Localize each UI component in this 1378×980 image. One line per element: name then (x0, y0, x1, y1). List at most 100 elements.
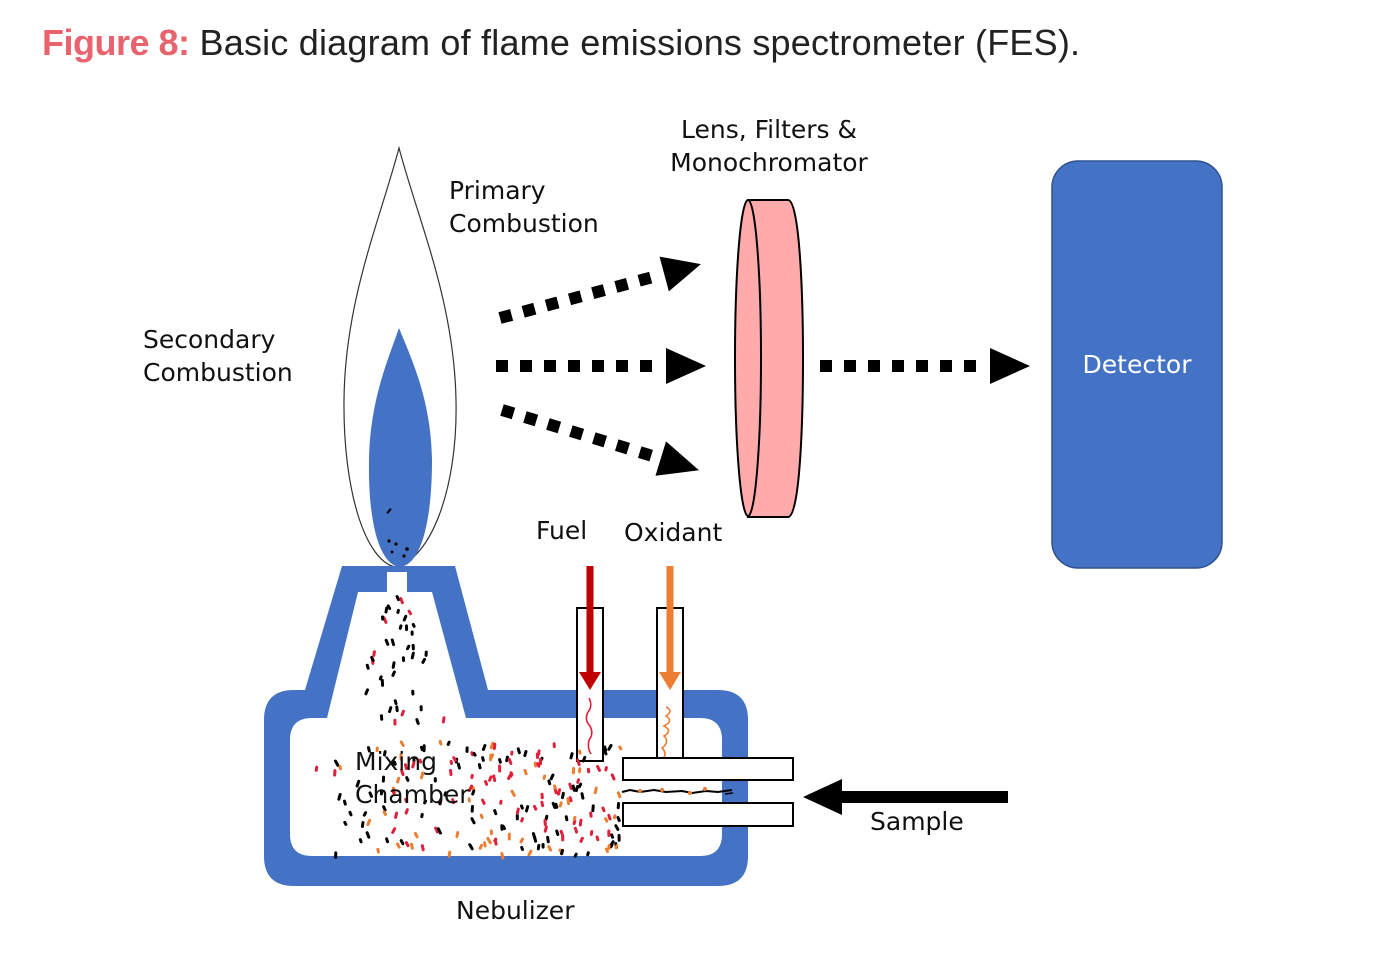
particle (375, 746, 379, 753)
particle (532, 835, 538, 843)
mixing-chamber-label-line1: Mixing (355, 747, 437, 776)
particle (413, 831, 419, 839)
particle (378, 675, 383, 681)
lens-label-line1: Lens, Filters & (681, 115, 857, 144)
particle (348, 810, 353, 817)
particle (596, 764, 602, 772)
particle (381, 775, 386, 783)
particle (470, 817, 476, 825)
particle (607, 813, 612, 821)
particle (421, 657, 426, 664)
particle (411, 622, 416, 628)
particle (616, 816, 621, 823)
emission-arrow-lower (500, 404, 699, 476)
arrow-dash (568, 360, 580, 372)
arrow-dash (591, 284, 606, 299)
particle (384, 638, 390, 646)
figure-description: Basic diagram of flame emissions spectro… (199, 22, 1081, 63)
arrow-dash (567, 290, 583, 306)
particle (343, 820, 348, 826)
particle (333, 769, 337, 777)
particle (449, 759, 453, 765)
particle (486, 836, 492, 845)
particle (523, 750, 528, 758)
particle (560, 848, 565, 856)
particle (390, 638, 396, 647)
particle (438, 739, 443, 746)
particle (446, 740, 451, 746)
particle (572, 815, 577, 821)
particle (334, 851, 338, 859)
particle (532, 804, 538, 811)
particle (492, 742, 497, 751)
particle (364, 688, 370, 696)
particle (382, 810, 387, 816)
particle (498, 758, 502, 764)
particle (365, 831, 371, 839)
particle (420, 812, 424, 819)
inner-flame (368, 328, 432, 567)
arrow-dash (637, 271, 653, 287)
particle (465, 746, 469, 753)
particle (607, 743, 613, 751)
secondary-combustion-label-line2: Combustion (143, 358, 293, 387)
oxidant-inlet (656, 566, 684, 777)
particle (580, 792, 585, 800)
particle (558, 801, 563, 808)
particle (549, 773, 555, 781)
particle (540, 800, 545, 808)
particle (547, 779, 552, 786)
lens-label-line2: Monochromator (670, 148, 868, 177)
particle (515, 807, 520, 815)
particle (338, 764, 342, 771)
particle (395, 842, 401, 849)
particle (478, 843, 483, 850)
particle (370, 655, 375, 663)
particle (396, 776, 401, 784)
particle (576, 758, 581, 767)
particle (610, 773, 616, 781)
particle (399, 839, 405, 846)
particle (551, 801, 557, 809)
arrow-dash (637, 446, 653, 462)
particle (391, 661, 396, 669)
particle (510, 789, 516, 797)
particle (566, 797, 571, 806)
figure-label: Figure 8: (42, 22, 190, 63)
particle (559, 829, 564, 836)
particle (382, 805, 387, 812)
particle (372, 650, 376, 657)
particle (376, 847, 380, 854)
particle (391, 670, 396, 677)
particle (404, 797, 409, 804)
arrow-dash (592, 432, 608, 448)
particle (467, 784, 474, 793)
particle (411, 689, 415, 696)
particle (553, 784, 557, 790)
particle (612, 814, 617, 820)
particle (407, 609, 412, 616)
particle (618, 745, 623, 751)
particle (399, 596, 404, 605)
particle (398, 624, 403, 630)
particle (366, 746, 371, 753)
particle (400, 768, 405, 777)
particle (604, 817, 609, 823)
particle (456, 762, 461, 770)
particle (404, 841, 410, 848)
particle (489, 829, 493, 836)
particle (603, 745, 608, 752)
particle (589, 829, 594, 836)
particle (507, 773, 512, 781)
arrow-dash (616, 360, 628, 372)
particle (411, 761, 416, 769)
particle (443, 791, 448, 797)
particle (524, 805, 530, 813)
particle (447, 850, 452, 858)
particle (538, 757, 542, 766)
particle (399, 740, 405, 747)
flame-particles (386, 508, 409, 558)
lens-to-detector-arrow (820, 348, 1030, 384)
particle (604, 766, 608, 772)
particle (438, 797, 443, 806)
